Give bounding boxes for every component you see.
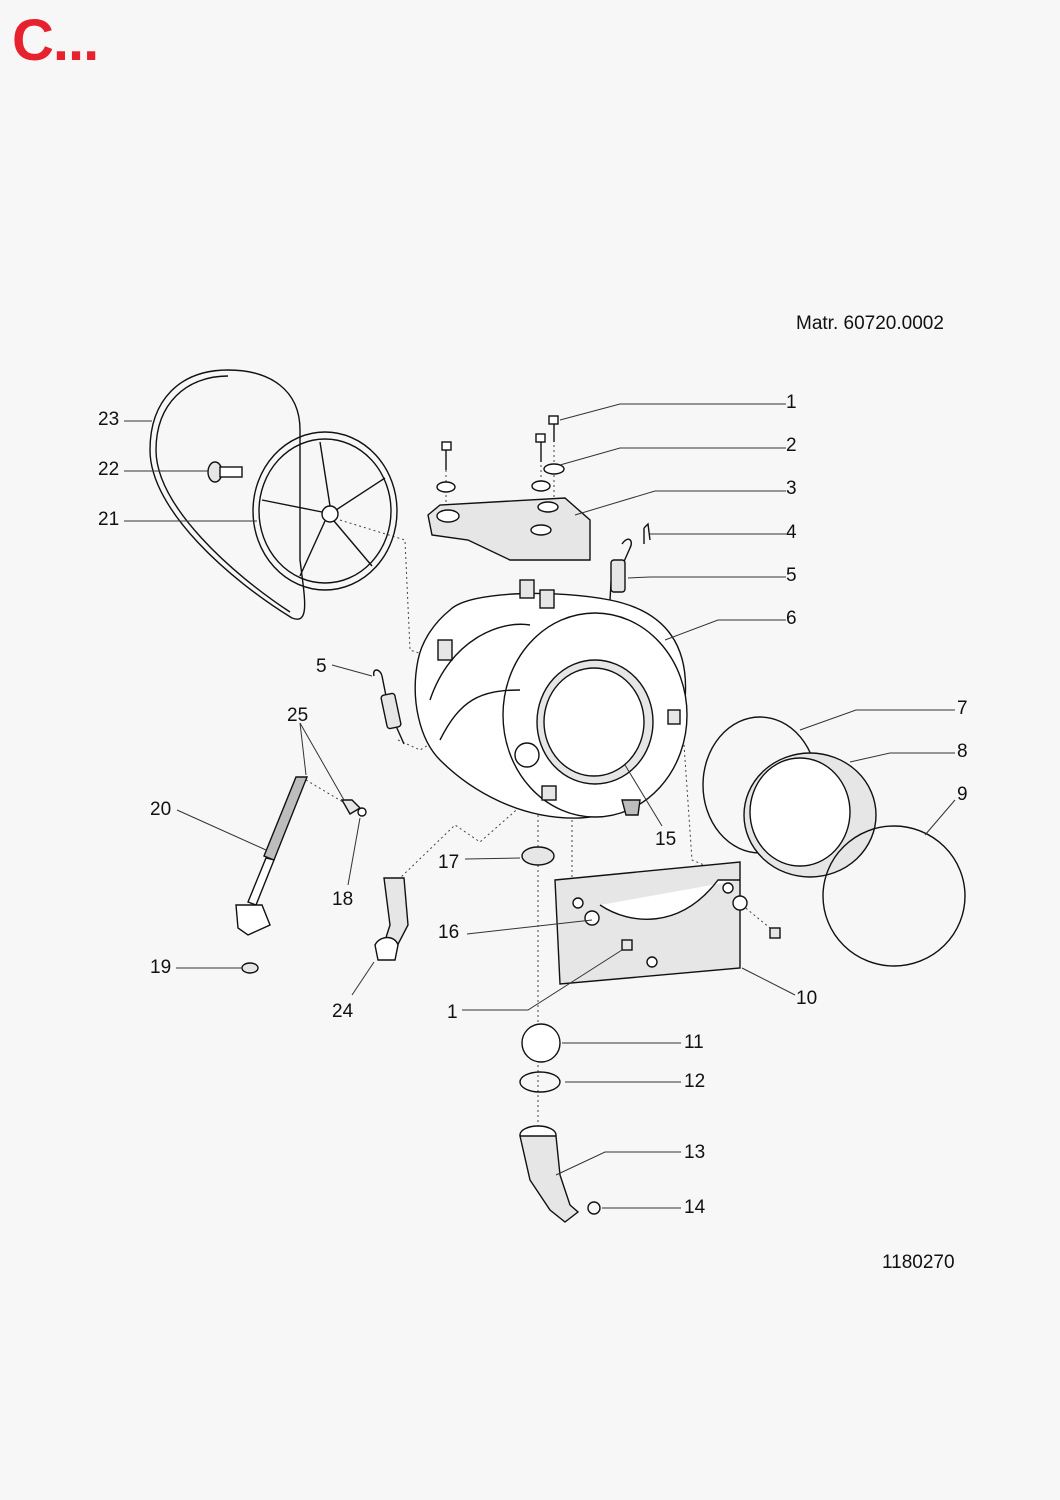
callout-4: 4 [786, 522, 797, 543]
callout-23: 23 [98, 409, 119, 430]
material-number: Matr. 60720.0002 [796, 313, 944, 334]
callout-25: 25 [287, 705, 308, 726]
callout-19: 19 [150, 957, 171, 978]
callout-15: 15 [655, 829, 676, 850]
callout-numbers: 1 2 3 4 5 6 7 8 9 10 11 12 13 14 15 16 1… [98, 392, 968, 1218]
callout-21: 21 [98, 509, 119, 530]
gasket-clamp-ring [822, 825, 966, 967]
callout-17: 17 [438, 852, 459, 873]
drive-belt [149, 369, 306, 620]
callout-10: 10 [796, 988, 817, 1009]
callout-1-top: 1 [786, 392, 797, 413]
o-ring [587, 1201, 601, 1215]
ball-valve [521, 1023, 561, 1063]
callout-6: 6 [786, 608, 797, 629]
callout-16: 16 [438, 922, 459, 943]
brand-logo: C... [12, 8, 99, 73]
callout-1-bottom: 1 [447, 1002, 458, 1023]
callout-9: 9 [957, 784, 968, 805]
front-counterweight [554, 861, 781, 985]
leader-lines [124, 403, 956, 1209]
hose-clamp [519, 1071, 561, 1093]
callout-14: 14 [684, 1197, 706, 1218]
callout-13: 13 [684, 1142, 705, 1163]
sump-seal [521, 846, 555, 866]
pulley-bolt [207, 461, 243, 483]
screw-set [436, 415, 565, 493]
callout-22: 22 [98, 459, 119, 480]
callout-24: 24 [332, 1001, 354, 1022]
callout-7: 7 [957, 698, 968, 719]
clip [643, 522, 651, 544]
callout-2: 2 [786, 435, 797, 456]
callout-5-right: 5 [786, 565, 797, 586]
shock-bolt [340, 799, 367, 817]
callout-11: 11 [684, 1032, 704, 1053]
rubber-bushing [241, 962, 259, 974]
shock-absorber [235, 776, 309, 936]
suspension-spring-left [372, 669, 405, 745]
callout-20: 20 [150, 799, 171, 820]
door-gasket [743, 752, 877, 878]
suspension-spring-top [609, 538, 632, 601]
tub-hose [374, 877, 409, 961]
callout-3: 3 [786, 478, 797, 499]
callout-8: 8 [957, 741, 968, 762]
callout-5-left: 5 [316, 656, 327, 677]
drum-pulley [252, 431, 398, 591]
drain-hose [519, 1125, 580, 1223]
counterweight-bracket [427, 497, 591, 561]
callout-18: 18 [332, 889, 353, 910]
washing-tub [414, 579, 688, 819]
callout-12: 12 [684, 1071, 705, 1092]
document-number: 1180270 [882, 1252, 955, 1273]
